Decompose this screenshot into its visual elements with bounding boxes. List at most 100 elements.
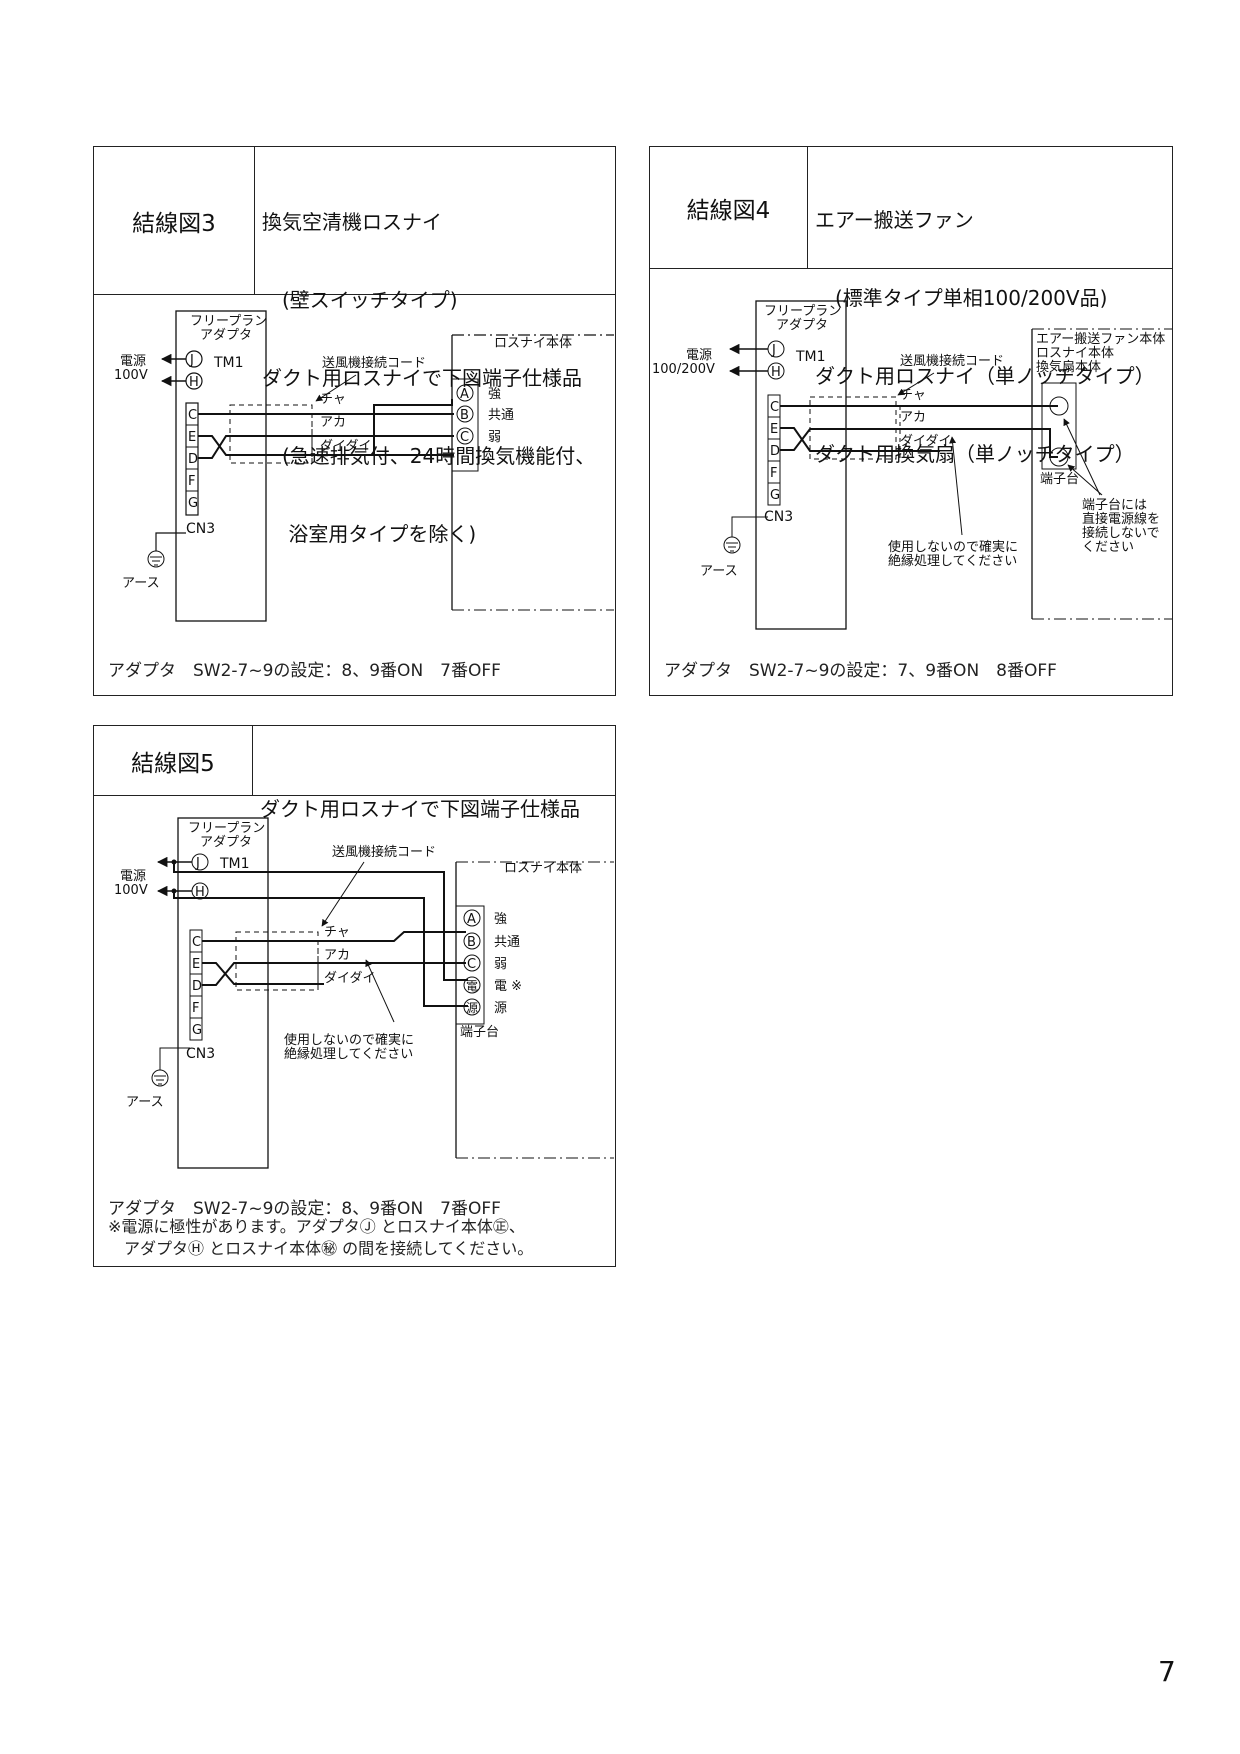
cn3-label: CN3 <box>764 509 793 525</box>
pin-g: G <box>188 496 198 511</box>
label-strong: 強 <box>494 912 507 927</box>
terminal-a-label: A <box>467 912 476 927</box>
wire-aka: アカ <box>900 410 926 425</box>
wire-aka: アカ <box>320 415 346 430</box>
panel-4-header: 結線図4 エアー搬送ファン (標準タイプ単相100/200V品) ダクト用ロスナ… <box>650 147 1172 466</box>
voltage-label: 100V <box>114 883 148 898</box>
page-number: 7 <box>1158 1655 1176 1688</box>
label-weak: 弱 <box>488 430 501 445</box>
terminal-b <box>463 932 481 950</box>
panel-5-note-2: アダプタⒽ とロスナイ本体㊙ の間を接続してください。 <box>108 1239 534 1258</box>
terminal-gen <box>463 998 481 1016</box>
adapter-box <box>177 817 269 1169</box>
fan-body-label-2: ロスナイ本体 <box>1036 346 1114 361</box>
terminal-a-label: A <box>460 387 469 402</box>
wiring-panel-4: 結線図4 エアー搬送ファン (標準タイプ単相100/200V品) ダクト用ロスナ… <box>649 146 1173 696</box>
terminal-j-label: J <box>771 343 776 358</box>
wiring-diagram-5: フリープラン アダプタ J H TM1 電源 100V C E D F G CN… <box>114 817 614 1169</box>
terminal-den <box>463 976 481 994</box>
terminal-h-label: H <box>771 365 781 380</box>
pin-e: E <box>192 957 200 972</box>
adapter-label-1: フリープラン <box>190 314 267 329</box>
pin-d: D <box>188 452 198 467</box>
power-label: 電源 <box>120 869 146 884</box>
pin-c: C <box>188 408 197 423</box>
earth-icon <box>723 536 741 554</box>
terminal-2 <box>1049 447 1069 467</box>
pin-d: D <box>192 979 202 994</box>
terminal-block <box>455 905 485 1025</box>
wire-daidai: ダイダイ <box>320 439 371 454</box>
tb-note-2: 直接電源線を <box>1082 511 1160 527</box>
fan-body-label-1: エアー搬送ファン本体 <box>1036 332 1165 347</box>
terminal-block-label: 端子台 <box>1040 472 1079 487</box>
voltage-label: 100/200V <box>652 362 715 377</box>
earth-label: アース <box>122 576 160 591</box>
terminal-a <box>456 384 474 402</box>
panel-4-title: 結線図4 <box>650 147 808 268</box>
pin-f: F <box>192 1001 199 1016</box>
terminal-b-label: B <box>460 408 469 423</box>
terminal-j <box>191 853 209 871</box>
earth-label: アース <box>700 564 738 579</box>
terminal-j-label: J <box>189 353 194 368</box>
adapter-box <box>755 300 847 630</box>
unused-note-1: 使用しないので確実に <box>888 539 1018 555</box>
wire-aka: アカ <box>324 948 350 963</box>
adapter-label-2: アダプタ <box>200 835 252 850</box>
wire-daidai: ダイダイ <box>900 434 951 449</box>
panel-3-header: 結線図3 換気空清機ロスナイ (壁スイッチタイプ) ダクト用ロスナイで下図端子仕… <box>94 147 615 546</box>
wire-cha: チャ <box>320 392 346 407</box>
terminal-a <box>463 909 481 927</box>
wire-daidai: ダイダイ <box>324 971 375 986</box>
terminal-b <box>456 405 474 423</box>
panel-3-title: 結線図3 <box>94 147 255 294</box>
pin-c: C <box>192 935 201 950</box>
wiring-diagram-3: フリープラン アダプタ J H TM1 電源 100V C E D F G CN… <box>114 310 614 622</box>
panel-3-footer: アダプタ SW2-7~9の設定：8、9番ON 7番OFF <box>108 661 501 681</box>
label-common: 共通 <box>488 408 514 423</box>
adapter-label-2: アダプタ <box>200 328 252 343</box>
terminal-h-label: H <box>189 375 199 390</box>
label-strong: 強 <box>488 387 501 402</box>
panel-5-header: 結線図5 ダクト用ロスナイで下図端子仕様品 <box>94 726 615 821</box>
pin-e: E <box>770 422 778 437</box>
label-common: 共通 <box>494 935 520 950</box>
unused-note-2: 絶縁処理してください <box>888 553 1017 569</box>
wiring-panel-5: 結線図5 ダクト用ロスナイで下図端子仕様品 フリープラン アダプタ J H TM… <box>93 725 616 1267</box>
power-label: 電源 <box>120 354 146 369</box>
terminal-c <box>463 954 481 972</box>
wire-cha: チャ <box>900 388 926 403</box>
tm1-label: TM1 <box>213 355 244 371</box>
terminal-gen-label: 源 <box>466 1001 478 1015</box>
cord-dashed-box <box>229 404 313 464</box>
losnay-body-label: ロスナイ本体 <box>504 861 582 876</box>
panel-5-description: ダクト用ロスナイで下図端子仕様品 <box>260 797 580 821</box>
pin-d: D <box>770 444 780 459</box>
terminal-block-label: 端子台 <box>460 1025 499 1040</box>
terminal-j-label: J <box>195 856 200 871</box>
tb-note-4: ください <box>1082 540 1134 555</box>
adapter-box <box>175 310 267 622</box>
earth-icon <box>147 550 165 568</box>
power-label: 電源 <box>686 348 712 363</box>
pin-c: C <box>770 400 779 415</box>
tb-note-3: 接続しないで <box>1082 525 1160 541</box>
tb-note-1: 端子台には <box>1082 498 1147 513</box>
panel-3-description: 換気空清機ロスナイ (壁スイッチタイプ) ダクト用ロスナイで下図端子仕様品 (急… <box>262 210 596 546</box>
cn3-label: CN3 <box>186 1046 215 1062</box>
wire-cha: チャ <box>324 925 350 940</box>
terminal-j <box>185 350 203 368</box>
panel-5-title: 結線図5 <box>94 726 253 795</box>
terminal-block <box>1041 382 1077 470</box>
terminal-h-label: H <box>195 885 205 900</box>
pin-g: G <box>192 1023 202 1038</box>
pin-f: F <box>188 474 195 489</box>
terminal-c <box>456 427 474 445</box>
panel-4-description: エアー搬送ファン (標準タイプ単相100/200V品) ダクト用ロスナイ（単ノッ… <box>815 208 1155 466</box>
terminal-c-label: C <box>460 430 469 445</box>
wiring-panel-3: 結線図3 換気空清機ロスナイ (壁スイッチタイプ) ダクト用ロスナイで下図端子仕… <box>93 146 616 696</box>
adapter-label-2: アダプタ <box>776 318 828 333</box>
terminal-den-label: 電 <box>466 979 478 993</box>
label-den: 電 ※ <box>494 979 522 994</box>
